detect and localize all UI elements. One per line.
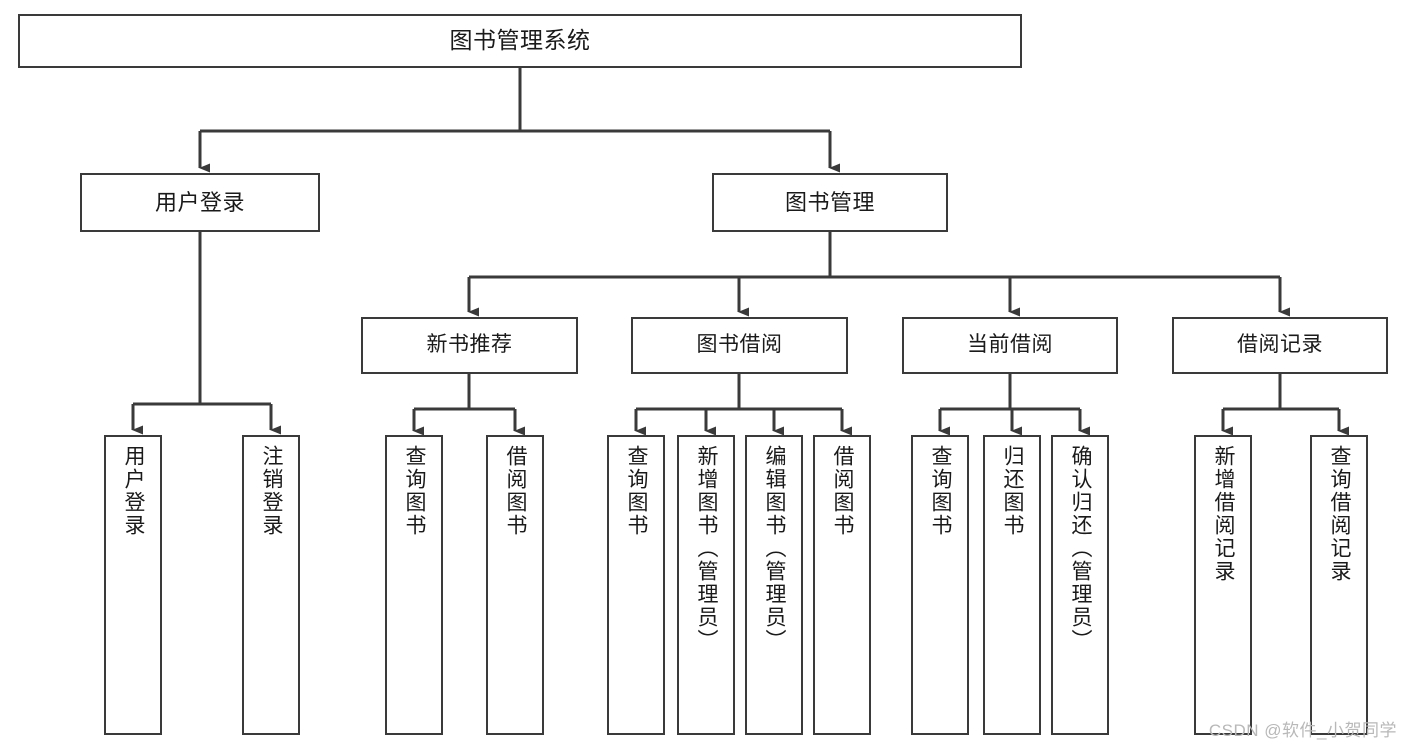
node-label-current-borrow: 当前借阅 bbox=[967, 333, 1053, 357]
leaf-label-query-borrow-record: 查询借阅记录 bbox=[1328, 445, 1352, 583]
leaf-label-borrow-book-newbook: 借阅图书 bbox=[504, 445, 528, 537]
leaf-label-query-book-newbook: 查询图书 bbox=[403, 445, 427, 537]
leaf-query-borrow-record[interactable]: 查询借阅记录 bbox=[1310, 435, 1368, 735]
watermark-text: CSDN @软件_小贺同学 bbox=[1208, 721, 1397, 740]
node-label-borrow-record: 借阅记录 bbox=[1237, 333, 1323, 357]
node-current-borrow[interactable]: 当前借阅 bbox=[902, 317, 1118, 374]
leaf-add-book-admin[interactable]: 新增图书（管理员） bbox=[677, 435, 735, 735]
leaf-label-query-book-current: 查询图书 bbox=[929, 445, 953, 537]
leaf-label-user-login: 用户登录 bbox=[122, 445, 146, 537]
leaf-label-borrow-book: 借阅图书 bbox=[831, 445, 855, 537]
leaf-label-edit-book-admin: 编辑图书（管理员） bbox=[763, 445, 787, 652]
node-root-system[interactable]: 图书管理系统 bbox=[18, 14, 1022, 68]
leaf-query-book-borrow[interactable]: 查询图书 bbox=[607, 435, 665, 735]
node-book-borrow[interactable]: 图书借阅 bbox=[631, 317, 848, 374]
leaf-label-logout-login: 注销登录 bbox=[260, 445, 284, 537]
node-label-new-book-recommend: 新书推荐 bbox=[426, 333, 513, 357]
leaf-label-confirm-return-admin: 确认归还（管理员） bbox=[1069, 445, 1093, 652]
leaf-label-query-book-borrow: 查询图书 bbox=[625, 445, 649, 537]
node-label-user-login: 用户登录 bbox=[154, 189, 245, 215]
leaf-borrow-book-newbook[interactable]: 借阅图书 bbox=[486, 435, 544, 735]
leaf-confirm-return-admin[interactable]: 确认归还（管理员） bbox=[1051, 435, 1109, 735]
leaf-edit-book-admin[interactable]: 编辑图书（管理员） bbox=[745, 435, 803, 735]
node-label-book-management: 图书管理 bbox=[784, 189, 875, 215]
leaf-query-book-newbook[interactable]: 查询图书 bbox=[385, 435, 443, 735]
leaf-label-add-book-admin: 新增图书（管理员） bbox=[695, 445, 719, 652]
node-borrow-record[interactable]: 借阅记录 bbox=[1172, 317, 1388, 374]
node-user-login[interactable]: 用户登录 bbox=[80, 173, 320, 232]
node-label-book-borrow: 图书借阅 bbox=[696, 333, 783, 357]
leaf-user-login[interactable]: 用户登录 bbox=[104, 435, 162, 735]
leaf-query-book-current[interactable]: 查询图书 bbox=[911, 435, 969, 735]
leaf-label-add-borrow-record: 新增借阅记录 bbox=[1212, 445, 1236, 583]
leaf-label-return-book: 归还图书 bbox=[1001, 445, 1025, 537]
leaf-borrow-book[interactable]: 借阅图书 bbox=[813, 435, 871, 735]
leaf-logout-login[interactable]: 注销登录 bbox=[242, 435, 300, 735]
leaf-return-book[interactable]: 归还图书 bbox=[983, 435, 1041, 735]
leaf-add-borrow-record[interactable]: 新增借阅记录 bbox=[1194, 435, 1252, 735]
node-book-management[interactable]: 图书管理 bbox=[712, 173, 948, 232]
node-label-root: 图书管理系统 bbox=[449, 27, 591, 54]
node-new-book-recommend[interactable]: 新书推荐 bbox=[361, 317, 578, 374]
